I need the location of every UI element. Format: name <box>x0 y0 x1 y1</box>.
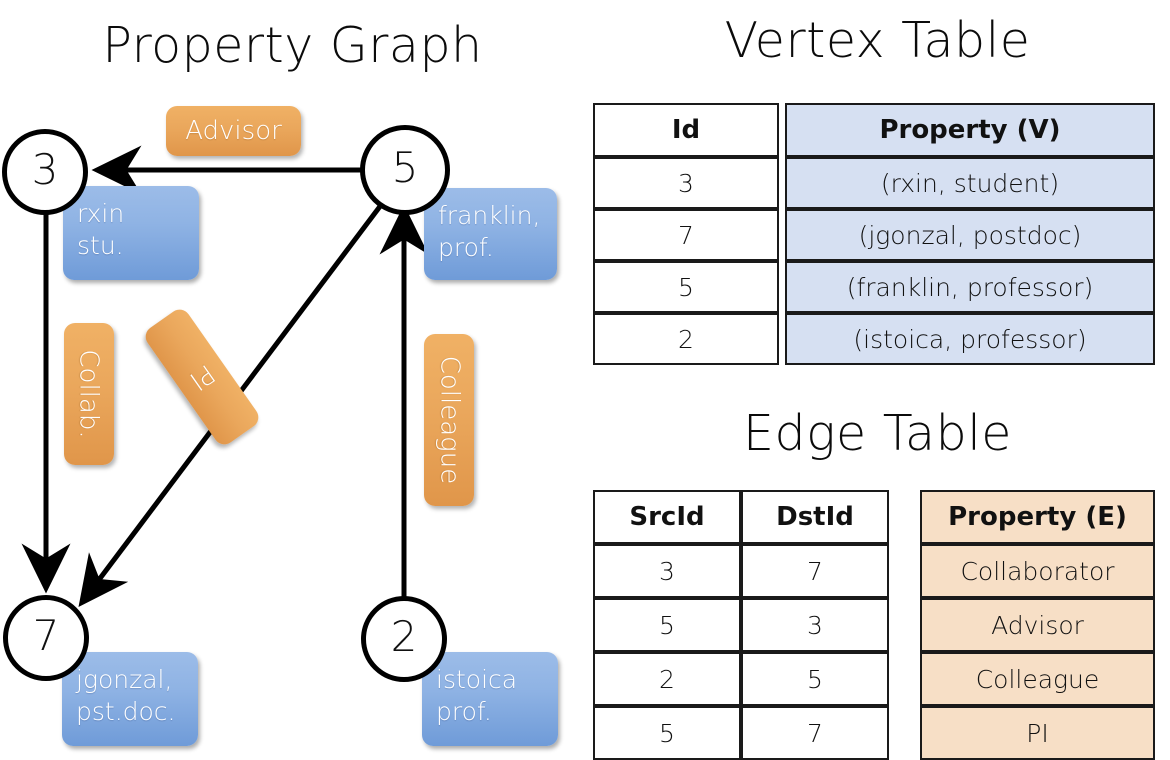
table-header-row: Id <box>593 103 779 157</box>
edge-label-advisor: Advisor <box>166 106 301 156</box>
table-row: 5 3 <box>593 598 889 652</box>
vertex-property-box-5-line2: prof. <box>438 233 494 262</box>
edge-table-cell-property: Collaborator <box>920 544 1155 598</box>
page-title-property-graph: Property Graph <box>102 17 483 74</box>
table-row: 3 <box>593 157 779 209</box>
table-row: (jgonzal, postdoc) <box>785 209 1155 261</box>
edge-table-cell-src: 2 <box>593 652 741 706</box>
vertex-property-box-5: franklin, prof. <box>424 188 557 280</box>
table-row: 3 7 <box>593 544 889 598</box>
vertex-table-header-property: Property (V) <box>785 103 1155 157</box>
table-row: 2 <box>593 313 779 365</box>
vertex-table-header-id: Id <box>593 103 779 157</box>
graph-node-5-label: 5 <box>391 143 419 192</box>
table-row: (rxin, student) <box>785 157 1155 209</box>
vertex-table-cell-property: (franklin, professor) <box>785 261 1155 313</box>
vertex-property-box-2-line2: prof. <box>436 697 492 726</box>
graph-node-2[interactable]: 2 <box>361 596 447 682</box>
edge-table-cell-dst: 5 <box>741 652 889 706</box>
edge-table-property-column: Property (E) Collaborator Advisor Collea… <box>920 490 1155 760</box>
vertex-table-property-column: Property (V) (rxin, student) (jgonzal, p… <box>785 103 1155 365</box>
table-row: 7 <box>593 209 779 261</box>
graph-node-3-label: 3 <box>31 145 59 194</box>
vertex-property-box-7-line2: pst.doc. <box>76 697 176 726</box>
vertex-table-cell-id: 2 <box>593 313 779 365</box>
graph-node-7-label: 7 <box>32 611 60 660</box>
table-header-row: Property (E) <box>920 490 1155 544</box>
vertex-property-box-7: jgonzal, pst.doc. <box>62 652 198 746</box>
vertex-table-cell-property: (istoica, professor) <box>785 313 1155 365</box>
vertex-table-cell-id: 7 <box>593 209 779 261</box>
graph-node-3[interactable]: 3 <box>2 129 88 215</box>
edge-label-collab: Collab. <box>64 323 114 465</box>
edge-table-cell-property: Colleague <box>920 652 1155 706</box>
vertex-property-box-3: rxin stu. <box>63 186 199 280</box>
table-row: (istoica, professor) <box>785 313 1155 365</box>
graph-node-7[interactable]: 7 <box>3 595 89 681</box>
edge-table-cell-dst: 7 <box>741 544 889 598</box>
vertex-table-id-column: Id 3 7 5 2 <box>593 103 779 365</box>
vertex-property-box-2-line1: istoica <box>436 665 518 694</box>
vertex-property-box-3-line2: stu. <box>77 231 124 260</box>
table-row: (franklin, professor) <box>785 261 1155 313</box>
vertex-table-cell-id: 3 <box>593 157 779 209</box>
edge-label-colleague: Colleague <box>424 334 474 506</box>
edge-label-pi-text: PI <box>183 358 221 396</box>
edge-table-header-dstid: DstId <box>741 490 889 544</box>
edge-table-cell-src: 5 <box>593 706 741 760</box>
edge-label-colleague-text: Colleague <box>434 355 465 485</box>
table-row: 5 <box>593 261 779 313</box>
vertex-property-box-7-line1: jgonzal, <box>76 665 173 694</box>
page-title-vertex-table: Vertex Table <box>724 12 1031 69</box>
edge-table-header-srcid: SrcId <box>593 490 741 544</box>
vertex-table-cell-property: (jgonzal, postdoc) <box>785 209 1155 261</box>
edge-table-cell-src: 3 <box>593 544 741 598</box>
vertex-property-box-3-line1: rxin <box>77 199 125 228</box>
edge-table-cell-property: Advisor <box>920 598 1155 652</box>
vertex-property-box-2: istoica prof. <box>422 652 558 746</box>
vertex-table-cell-property: (rxin, student) <box>785 157 1155 209</box>
table-header-row: Property (V) <box>785 103 1155 157</box>
graph-node-2-label: 2 <box>390 612 418 661</box>
table-header-row: SrcId DstId <box>593 490 889 544</box>
edge-label-advisor-text: Advisor <box>185 116 282 146</box>
page-title-edge-table: Edge Table <box>743 405 1012 462</box>
graph-node-5[interactable]: 5 <box>360 125 450 215</box>
table-row: PI <box>920 706 1155 760</box>
table-row: Colleague <box>920 652 1155 706</box>
table-row: 2 5 <box>593 652 889 706</box>
edge-label-collab-text: Collab. <box>74 349 104 439</box>
table-row: Collaborator <box>920 544 1155 598</box>
edge-table-cell-property: PI <box>920 706 1155 760</box>
vertex-property-box-5-line1: franklin, <box>438 201 541 230</box>
edge-table-cell-dst: 7 <box>741 706 889 760</box>
table-row: Advisor <box>920 598 1155 652</box>
table-row: 5 7 <box>593 706 889 760</box>
edge-table-id-columns: SrcId DstId 3 7 5 3 2 5 5 7 <box>593 490 889 760</box>
vertex-table-cell-id: 5 <box>593 261 779 313</box>
edge-table-cell-dst: 3 <box>741 598 889 652</box>
edge-table-header-property: Property (E) <box>920 490 1155 544</box>
edge-table-cell-src: 5 <box>593 598 741 652</box>
